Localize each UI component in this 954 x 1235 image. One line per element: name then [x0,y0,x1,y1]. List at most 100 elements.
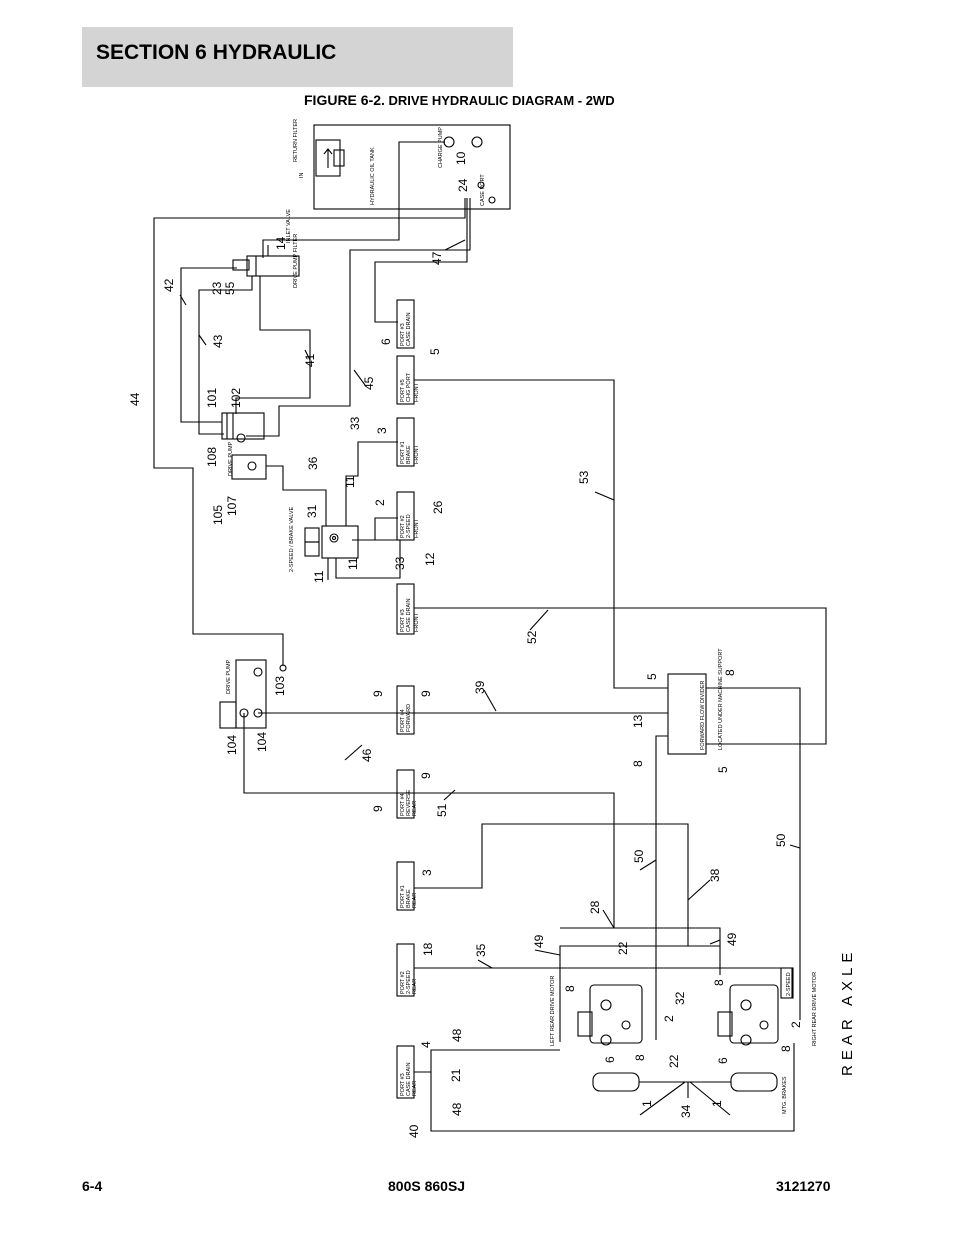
callout: 8 [633,1054,647,1061]
callout: 4 [419,1041,433,1048]
svg-text:2-SPEED: 2-SPEED [406,514,412,538]
svg-text:CHG PORT: CHG PORT [406,372,412,402]
callout: 22 [616,941,630,955]
callout: 8 [779,1045,793,1052]
flow-divider-sublabel: LOCATED UNDER MACHINE SUPPORT [718,648,724,750]
svg-text:FRONT: FRONT [414,518,420,538]
svg-text:FRONT: FRONT [414,382,420,402]
port-front-2speed [396,491,415,541]
svg-text:PORT #1: PORT #1 [400,441,406,464]
callout: 2 [662,1015,676,1022]
callout: 42 [162,278,176,292]
axle-label: REAR AXLE [839,948,856,1076]
callout: 41 [303,353,317,367]
callout: 14 [274,236,288,250]
svg-text:PORT #3: PORT #3 [400,323,406,346]
callout: 21 [449,1068,463,1082]
callout: 2 [373,499,387,506]
figure-title: FIGURE 6-2. DRIVE HYDRAULIC DIAGRAM - 2W… [304,92,615,108]
left-motor-label: LEFT REAR DRIVE MOTOR [550,976,556,1046]
port-front-brake [396,417,415,467]
callout: 5 [716,766,730,773]
charge-pump-label: CHARGE PUMP [438,127,444,168]
case-port-icon [488,196,496,204]
right-motor-label: RIGHT REAR DRIVE MOTOR [812,972,818,1046]
svg-text:PORT #3: PORT #3 [400,1073,406,1096]
svg-text:FORWARD: FORWARD [406,704,412,732]
brakes-label: MTG. BRAKES [782,1076,788,1114]
svg-text:FRONT: FRONT [414,612,420,632]
drive-pump-lower [235,659,267,729]
two-speed-brake-valve [321,525,359,559]
callout: 5 [645,673,659,680]
callout: 1 [710,1100,724,1107]
right-rear-drive-motor [729,984,779,1044]
callout: 101 [205,388,219,408]
callout: 9 [419,772,433,779]
flow-divider [667,673,707,755]
callout: 5 [428,348,442,355]
two-speed-valve-label: 2-SPEED / BRAKE VALVE [289,506,295,572]
suction-port-icon [443,136,455,148]
right-brake [730,1072,778,1092]
callout: 105 [211,505,225,525]
svg-text:REAR: REAR [412,979,418,994]
callout: 33 [348,416,362,430]
callout: 51 [435,803,449,817]
port-front-case-drain [396,299,415,349]
footer-page-number: 6-4 [82,1178,103,1194]
callout: 12 [423,552,437,566]
drive-pump-lower-label: DRIVE PUMP [226,659,232,694]
case-port-label: CASE PORT [480,174,486,206]
svg-text:PORT #2: PORT #2 [400,971,406,994]
callout: 49 [532,934,546,948]
callout: 49 [725,932,739,946]
callout: 18 [421,942,435,956]
svg-text:PORT #5: PORT #5 [400,379,406,402]
callout: 36 [306,456,320,470]
callout: 24 [456,178,470,192]
callout: 53 [577,470,591,484]
tank-label: HYDRAULIC OIL TANK [370,147,376,205]
return-filter [315,139,341,177]
callout: 39 [473,680,487,694]
port-rear-brake [396,861,415,911]
port-rear-2speed [396,943,415,997]
callout: 11 [343,475,357,488]
callout: 22 [667,1054,681,1068]
callout: 26 [431,500,445,514]
callout: 55 [223,281,237,295]
svg-text:PORT #4: PORT #4 [400,793,406,816]
callout: 48 [450,1028,464,1042]
callout: 9 [371,805,385,812]
callout: 11 [346,557,360,570]
callout: 35 [474,943,488,957]
callout: 47 [430,251,444,265]
callout: 107 [225,496,239,516]
svg-text:PORT #4: PORT #4 [400,709,406,732]
callout: 45 [362,376,376,390]
svg-text:BRAKE: BRAKE [406,889,412,908]
callout: 9 [371,690,385,697]
svg-text:FRONT: FRONT [414,444,420,464]
hydraulic-oil-tank [313,124,511,210]
callout: 46 [360,748,374,762]
svg-text:REAR: REAR [412,801,418,816]
callout: 33 [393,556,407,570]
callout: 108 [205,447,219,467]
two-speed-tag: 2-SPEED [786,972,792,996]
left-rear-drive-motor [589,984,643,1044]
svg-text:REVERSE: REVERSE [406,789,412,816]
drive-pump-upper [221,412,265,440]
callout: 104 [255,732,269,752]
section-title: SECTION 6 HYDRAULIC [96,41,337,64]
callout: 104 [225,735,239,755]
